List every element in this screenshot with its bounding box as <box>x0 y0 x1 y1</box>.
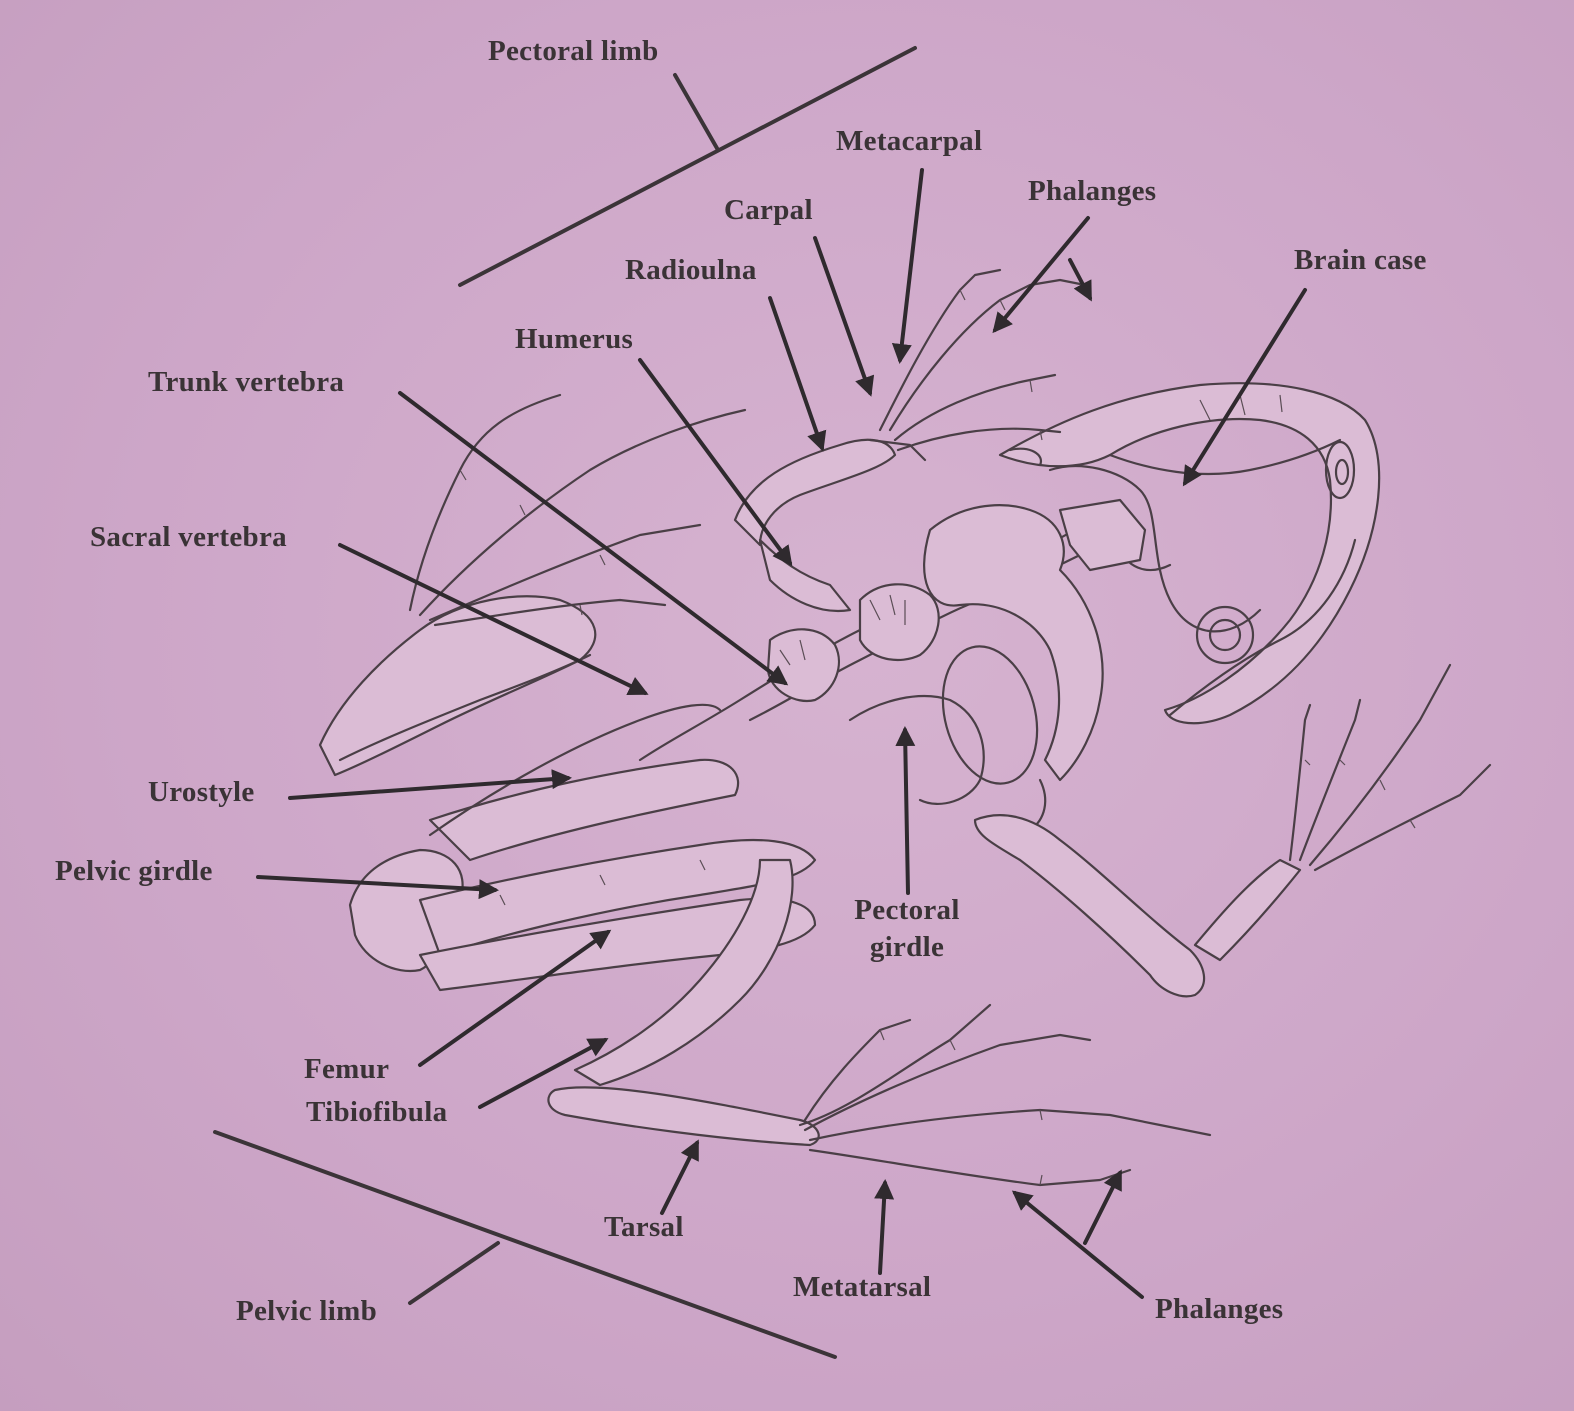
label-radioulna: Radioulna <box>625 254 757 286</box>
pelvis-and-hindlimb <box>348 703 1212 1187</box>
forelimb-lower <box>973 663 1492 998</box>
label-tarsal: Tarsal <box>604 1211 684 1243</box>
label-tibiofibula: Tibiofibula <box>306 1096 448 1128</box>
label-urostyle: Urostyle <box>148 776 255 808</box>
label-pectoral-limb: Pectoral limb <box>488 35 659 67</box>
label-pelvic-girdle: Pelvic girdle <box>55 855 213 887</box>
label-pelvic-limb: Pelvic limb <box>236 1295 378 1327</box>
label-carpal: Carpal <box>724 194 813 226</box>
label-trunk-vertebra: Trunk vertebra <box>148 366 345 398</box>
label-metacarpal: Metacarpal <box>836 125 983 157</box>
label-metatarsal: Metatarsal <box>793 1271 932 1303</box>
label-brain-case: Brain case <box>1294 244 1427 276</box>
label-femur: Femur <box>304 1053 390 1085</box>
pointer-arrows <box>256 168 1307 1299</box>
label-pectoral-girdle-line2: girdle <box>869 931 945 963</box>
label-pectoral-girdle-line1: Pectoral <box>854 894 960 926</box>
skull <box>998 382 1381 725</box>
label-humerus: Humerus <box>515 323 634 355</box>
limb-brackets <box>213 46 917 1359</box>
label-phalanges-fore: Phalanges <box>1028 175 1157 207</box>
pectoral-girdle <box>848 504 1104 832</box>
label-pectoral-girdle: Pectoral girdle <box>832 896 982 962</box>
label-sacral-vertebra: Sacral vertebra <box>90 521 287 553</box>
label-phalanges-hind: Phalanges <box>1155 1293 1284 1325</box>
hindlimb-left <box>318 393 747 777</box>
